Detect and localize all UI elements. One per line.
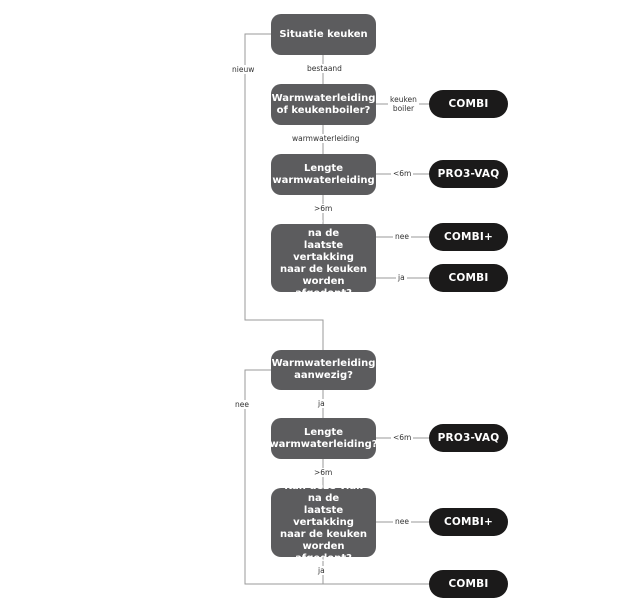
edge-label-nee-3: nee <box>393 517 411 526</box>
edge-label-warmwaterleiding: warmwaterleiding <box>290 134 362 143</box>
edge-label-lt6m-1: <6m <box>391 169 414 178</box>
result-pro3-vaq-1: PRO3-VAQ <box>429 160 508 188</box>
edge-label-lt6m-2: <6m <box>391 433 414 442</box>
edge-label-nee-1: nee <box>393 232 411 241</box>
node-warmwater-of-keukenboiler: Warmwaterleiding of keukenboiler? <box>271 84 376 125</box>
edge-label-ja-3: ja <box>316 566 327 575</box>
result-combi-3: COMBI <box>429 570 508 598</box>
edge-label-gt6m-2: >6m <box>312 468 335 477</box>
result-combi-1: COMBI <box>429 90 508 118</box>
node-kan-afgedopt-2: Kan deze vlak na de laatste vertakking n… <box>271 481 376 564</box>
result-combiplus-2: COMBI+ <box>429 508 508 536</box>
node-warmwaterleiding-aanwezig: Warmwaterleiding aanwezig? <box>271 350 376 390</box>
result-combiplus-1: COMBI+ <box>429 223 508 251</box>
edge-label-bestaand: bestaand <box>305 64 344 73</box>
edge-label-nee-2: nee <box>233 400 251 409</box>
edge-label-nieuw: nieuw <box>230 65 257 74</box>
node-kan-afgedopt-1: Kan deze vlak na de laatste vertakking n… <box>271 216 376 299</box>
node-lengte-warmwaterleiding-2: Lengte warmwaterleiding? <box>269 418 378 459</box>
edge-label-keukenboiler: keuken boiler <box>388 95 419 113</box>
node-lengte-warmwaterleiding-1: Lengte warmwaterleiding <box>271 154 376 195</box>
result-combi-2: COMBI <box>429 264 508 292</box>
result-pro3-vaq-2: PRO3-VAQ <box>429 424 508 452</box>
edge-label-gt6m-1: >6m <box>312 204 335 213</box>
node-situatie-keuken: Situatie keuken <box>271 14 376 55</box>
edge-label-ja-2: ja <box>316 399 327 408</box>
edge-label-ja-1: ja <box>396 273 407 282</box>
